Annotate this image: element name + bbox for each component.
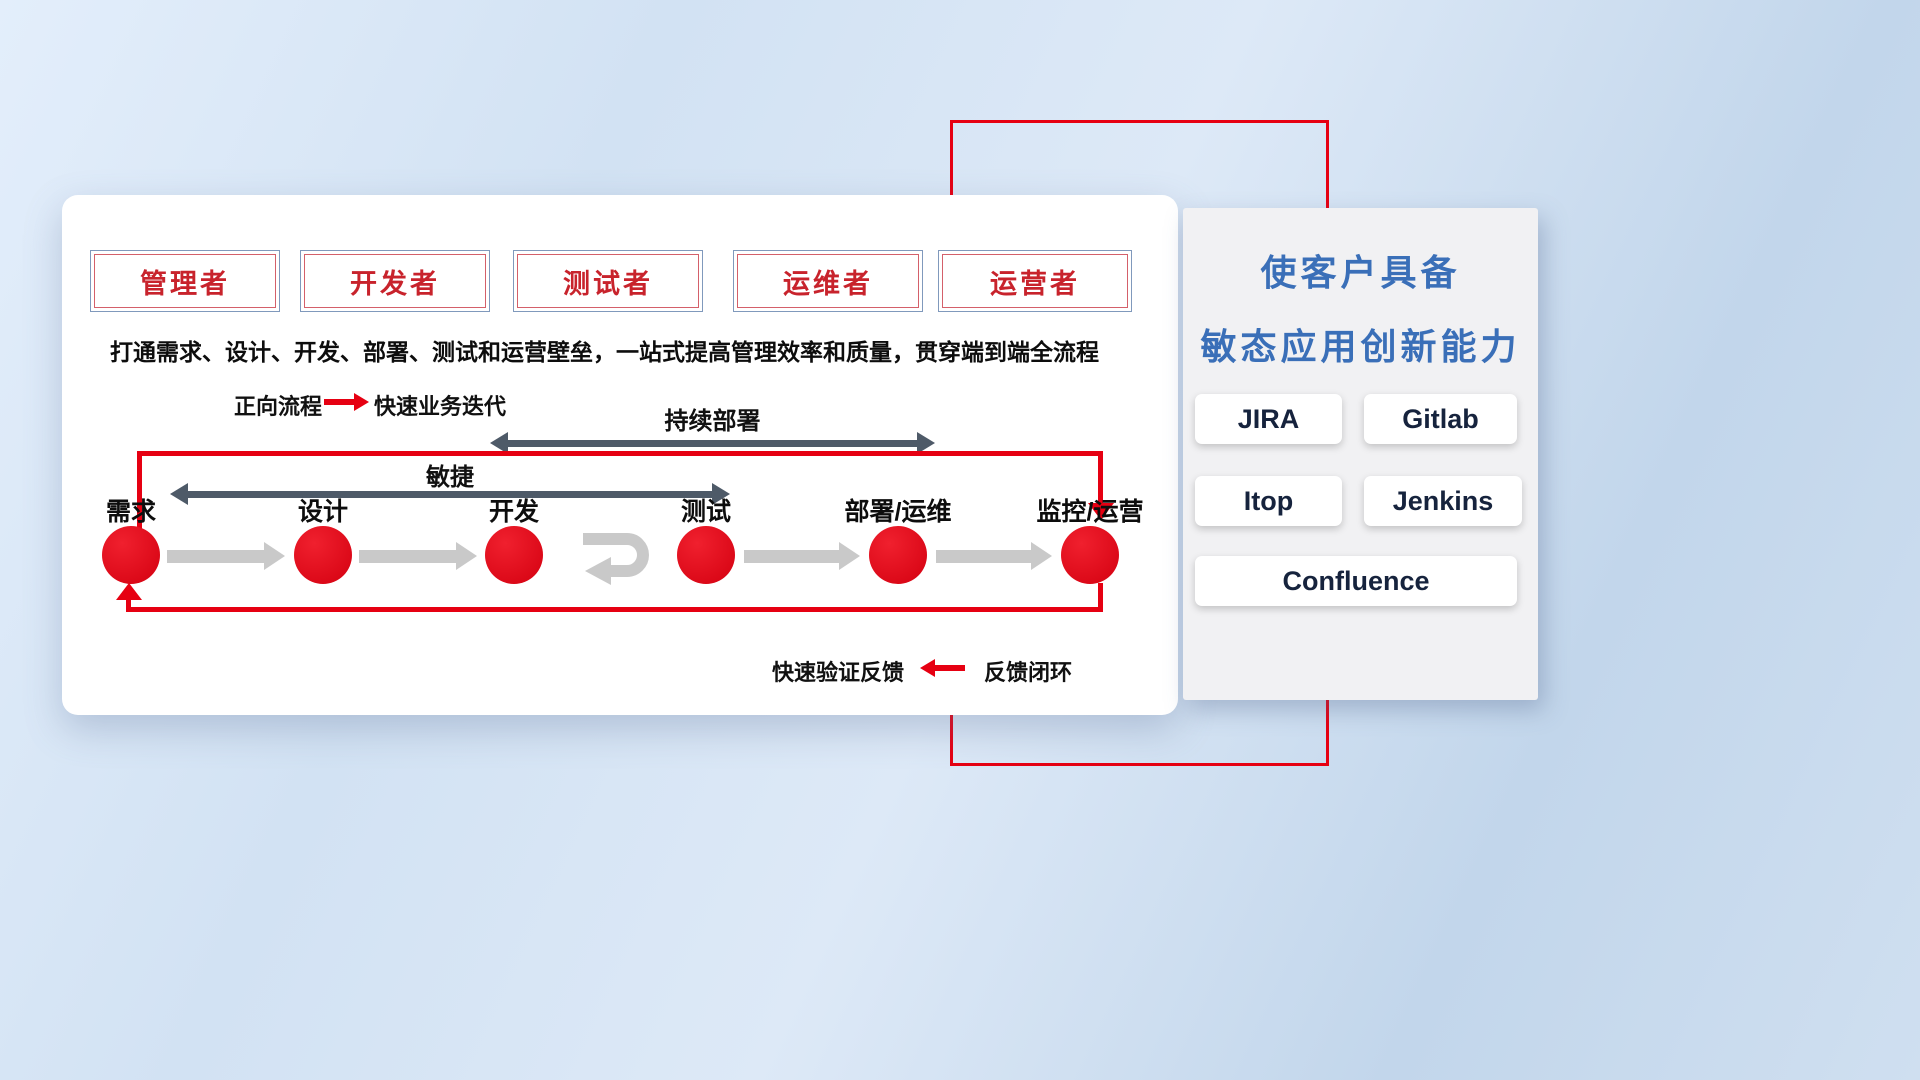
tool-chip-itop: Itop	[1195, 476, 1342, 526]
stage-dot-testing	[677, 526, 735, 584]
stage-label: 设计	[297, 498, 348, 526]
continuous-deploy-arrow-icon	[490, 431, 935, 455]
tool-chip-gitlab: Gitlab	[1364, 394, 1517, 444]
stage-label: 开发	[488, 498, 539, 526]
role-box-business: 运营者	[938, 250, 1132, 312]
stage-label: 需求	[105, 498, 156, 526]
flow-arrow-icon	[744, 542, 860, 570]
feedback-loop-arrowhead-icon	[116, 583, 142, 600]
forward-loop-arrowhead-icon	[1088, 503, 1114, 520]
stage-dot-development	[485, 526, 543, 584]
stage-dot-monitor-ops	[1061, 526, 1119, 584]
role-label: 开发者	[350, 268, 440, 299]
stage-dot-deploy-ops	[869, 526, 927, 584]
devops-flow-card: 管理者 开发者 测试者 运维者 运营者 打通需求、设计、开发、部署、测试和运营壁…	[62, 195, 1178, 715]
role-label: 管理者	[140, 268, 230, 299]
forward-loop-top-line	[137, 451, 1103, 456]
card-subtitle: 打通需求、设计、开发、部署、测试和运营壁垒，一站式提高管理效率和质量，贯穿端到端…	[110, 339, 1099, 365]
capability-panel: 使客户具备 敏态应用创新能力 JIRA Gitlab Itop Jenkins …	[1183, 208, 1538, 700]
tool-chip-jira: JIRA	[1195, 394, 1342, 444]
agile-label: 敏捷	[426, 464, 474, 491]
forward-arrow-icon	[324, 393, 369, 411]
flow-arrow-icon	[936, 542, 1052, 570]
stage-dot-design	[294, 526, 352, 584]
stage-label: 监控/运营	[1036, 498, 1144, 526]
feedback-loop-right-line	[1098, 583, 1103, 611]
iteration-arrow-icon	[583, 533, 649, 585]
role-box-developer: 开发者	[300, 250, 490, 312]
role-box-tester: 测试者	[513, 250, 703, 312]
stage-dot-requirements	[102, 526, 160, 584]
continuous-deploy-label: 持续部署	[664, 408, 761, 435]
panel-title-line1: 使客户具备	[1260, 252, 1461, 293]
flow-arrow-icon	[167, 542, 285, 570]
tool-chip-confluence: Confluence	[1195, 556, 1517, 606]
forward-loop-right-line	[1098, 451, 1103, 505]
panel-title-line2: 敏态应用创新能力	[1200, 326, 1521, 367]
forward-legend-label: 正向流程	[234, 394, 323, 419]
role-label: 运营者	[990, 268, 1080, 299]
feedback-loop-bottom-line	[126, 607, 1103, 612]
feedback-arrow-icon	[920, 659, 965, 677]
agile-arrow-icon	[170, 482, 730, 506]
flow-arrow-icon	[359, 542, 477, 570]
role-label: 运维者	[783, 268, 873, 299]
role-box-operator: 运维者	[733, 250, 923, 312]
stage-label: 测试	[680, 498, 731, 526]
forward-legend-desc: 快速业务迭代	[374, 394, 507, 419]
role-label: 测试者	[563, 268, 653, 299]
stage-label: 部署/运维	[844, 498, 952, 526]
tool-chip-jenkins: Jenkins	[1364, 476, 1522, 526]
role-box-manager: 管理者	[90, 250, 280, 312]
forward-loop-left-line	[137, 451, 142, 529]
feedback-loop-left-line	[126, 598, 131, 612]
feedback-legend-label: 快速验证反馈	[772, 660, 905, 685]
feedback-legend-desc: 反馈闭环	[984, 660, 1073, 685]
